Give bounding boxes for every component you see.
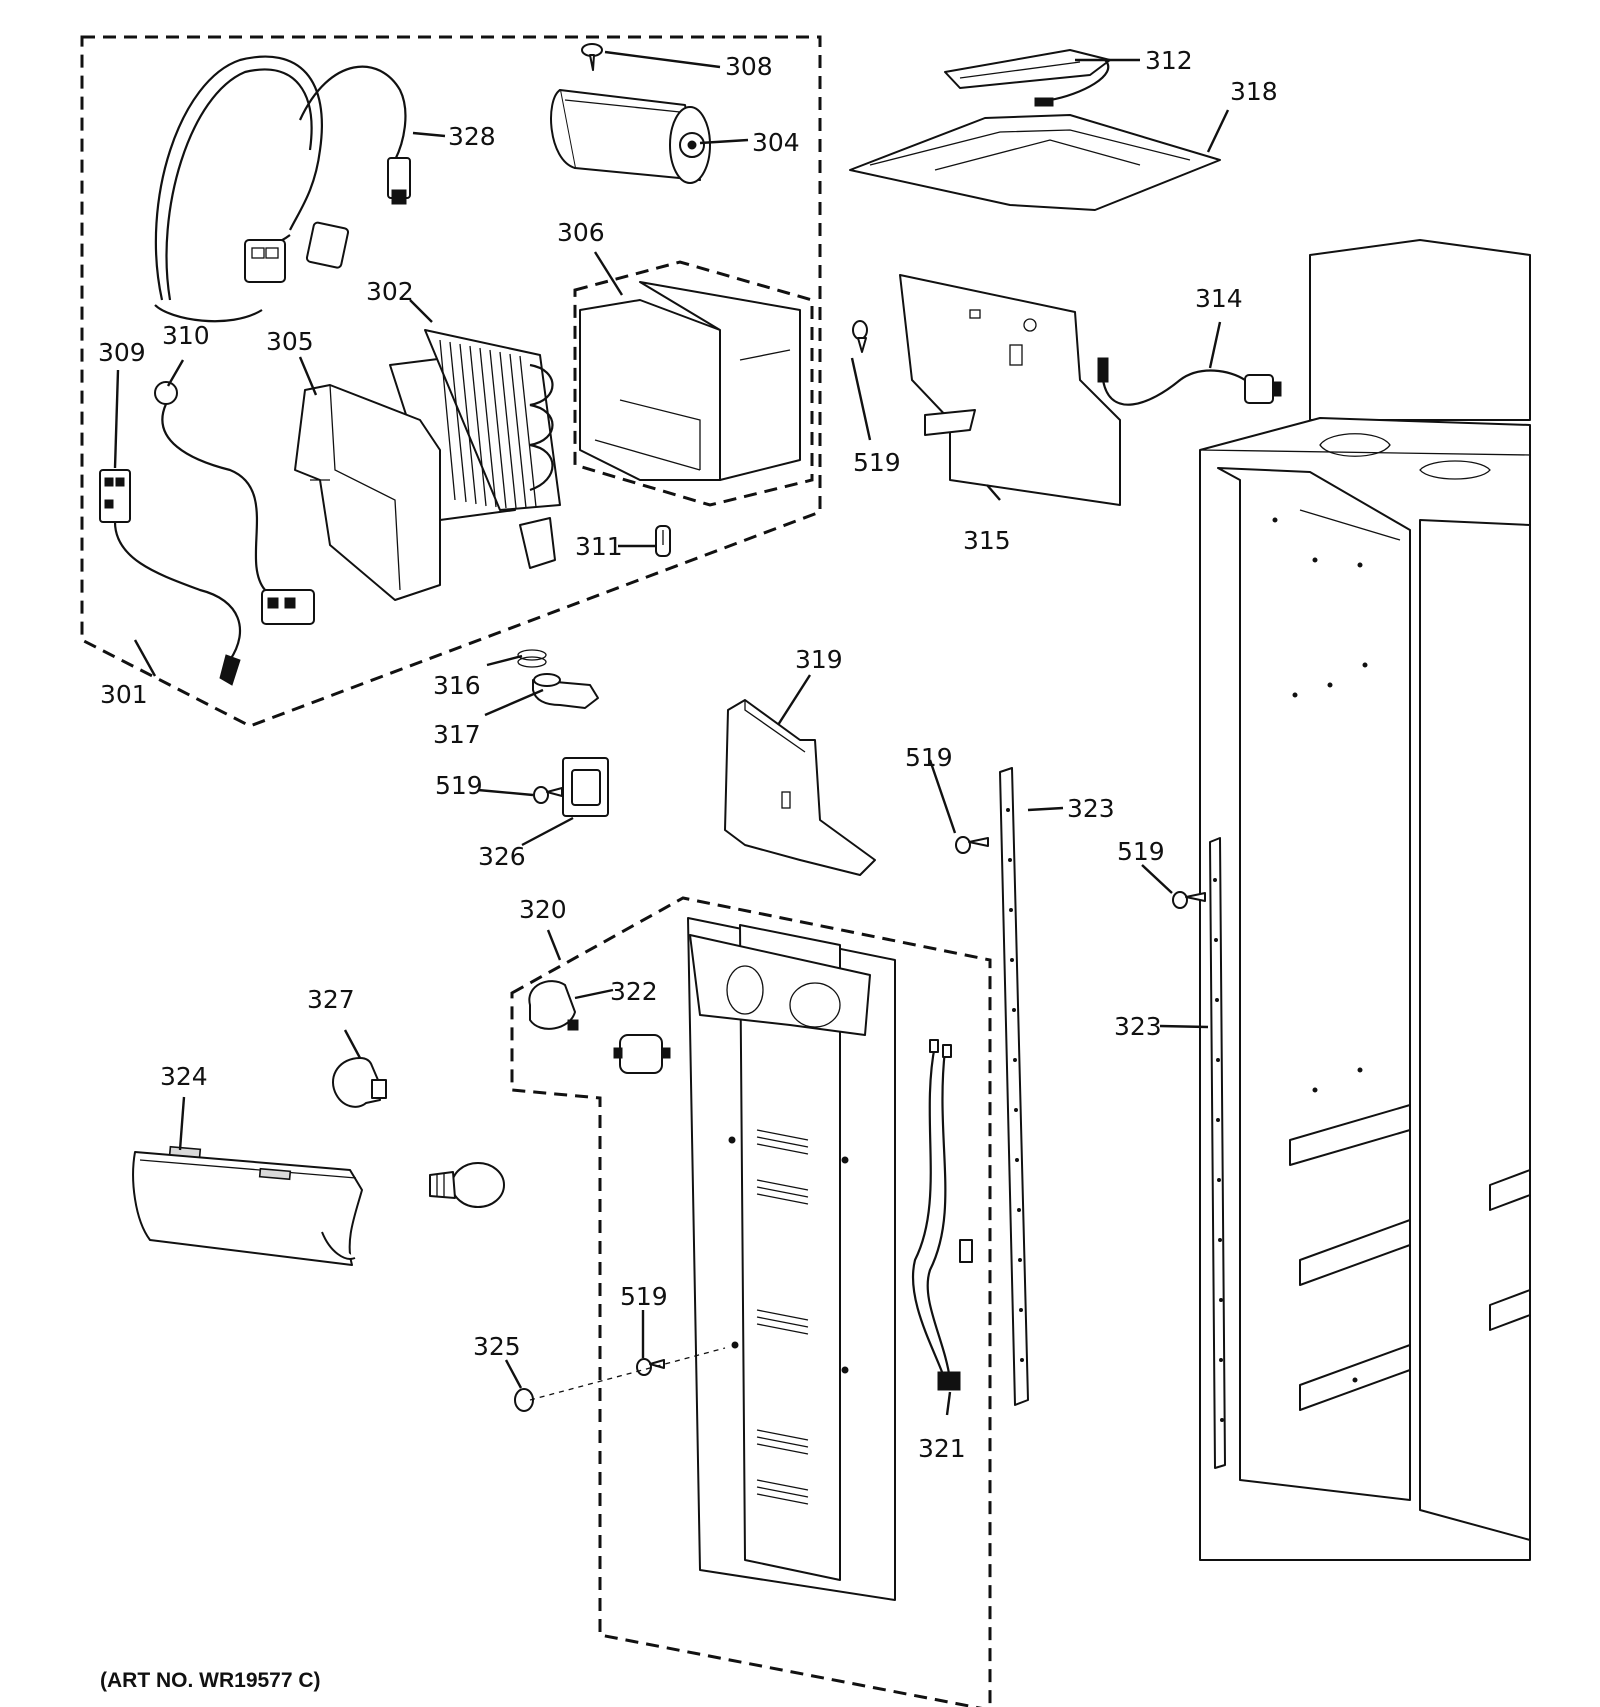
callout-321: 321 bbox=[918, 1434, 966, 1463]
callout-323-a: 323 bbox=[1067, 794, 1115, 823]
callout-316: 316 bbox=[433, 671, 481, 700]
part-305-cover bbox=[294, 384, 441, 601]
part-311-clip bbox=[655, 525, 671, 557]
part-302-evaporator bbox=[389, 329, 561, 521]
callout-308: 308 bbox=[725, 52, 773, 81]
assembly-320-boundary bbox=[510, 896, 992, 1707]
callout-325: 325 bbox=[473, 1332, 521, 1361]
refrigerator-cabinet bbox=[1199, 239, 1531, 1561]
assembly-306-boundary bbox=[573, 260, 814, 507]
callout-314: 314 bbox=[1195, 284, 1243, 313]
callout-519-e: 519 bbox=[620, 1282, 668, 1311]
part-519-screw-d bbox=[1172, 891, 1206, 909]
part-519-screw-a bbox=[852, 320, 868, 353]
callout-315: 315 bbox=[963, 526, 1011, 555]
part-light-bulb bbox=[429, 1162, 505, 1208]
callout-327: 327 bbox=[307, 985, 355, 1014]
part-321-harness bbox=[911, 1039, 973, 1391]
callout-519-c: 519 bbox=[905, 743, 953, 772]
callout-326: 326 bbox=[478, 842, 526, 871]
callout-519-b: 519 bbox=[435, 771, 483, 800]
callout-304: 304 bbox=[752, 128, 800, 157]
part-306-housing bbox=[579, 281, 801, 481]
part-dispenser-motor bbox=[613, 1034, 671, 1074]
callout-318: 318 bbox=[1230, 77, 1278, 106]
art-number: (ART NO. WR19577 C) bbox=[100, 1669, 321, 1692]
part-324-lens bbox=[132, 1145, 363, 1266]
part-519-screw-c bbox=[955, 836, 989, 854]
part-328-wire-harness bbox=[154, 55, 411, 323]
leader-lines bbox=[113, 50, 1230, 1416]
callout-519-d: 519 bbox=[1117, 837, 1165, 866]
part-327-bulb bbox=[332, 1057, 387, 1108]
part-320-dispenser-cover bbox=[687, 917, 896, 1601]
part-519-screw-b bbox=[533, 786, 563, 804]
callout-306: 306 bbox=[557, 218, 605, 247]
callout-311: 311 bbox=[575, 532, 623, 561]
callout-309: 309 bbox=[98, 338, 146, 367]
part-drain-block bbox=[519, 517, 556, 569]
part-322-knob bbox=[528, 980, 579, 1031]
part-326-switch bbox=[562, 757, 609, 817]
part-325-plug bbox=[514, 1347, 726, 1412]
part-315-control-panel bbox=[899, 274, 1121, 506]
callout-322: 322 bbox=[610, 977, 658, 1006]
callout-317: 317 bbox=[433, 720, 481, 749]
assembly-301-boundary bbox=[80, 35, 822, 728]
callout-319: 319 bbox=[795, 645, 843, 674]
callout-305: 305 bbox=[266, 327, 314, 356]
part-309-310-sensor-harness bbox=[99, 381, 315, 686]
part-519-screw-e bbox=[636, 1358, 665, 1376]
callout-320: 320 bbox=[519, 895, 567, 924]
callout-301: 301 bbox=[100, 680, 148, 709]
part-308-screw bbox=[581, 43, 603, 71]
part-317-arm bbox=[532, 673, 599, 709]
part-304-fan-motor bbox=[550, 89, 711, 184]
callout-324: 324 bbox=[160, 1062, 208, 1091]
part-314-wire bbox=[1097, 357, 1282, 406]
part-316-spring bbox=[517, 649, 547, 668]
callout-323-b: 323 bbox=[1114, 1012, 1162, 1041]
callout-302: 302 bbox=[366, 277, 414, 306]
callout-labels: 308 304 328 306 302 305 309 310 311 301 … bbox=[98, 46, 1278, 1463]
callout-328: 328 bbox=[448, 122, 496, 151]
part-318-top-panel bbox=[849, 114, 1221, 211]
part-323-strip-left bbox=[999, 767, 1029, 1406]
callout-519-a: 519 bbox=[853, 448, 901, 477]
part-319-duct bbox=[724, 699, 876, 876]
callout-310: 310 bbox=[162, 321, 210, 350]
part-323-strip-right bbox=[1209, 837, 1226, 1469]
part-312-bracket bbox=[944, 49, 1111, 107]
callout-312: 312 bbox=[1145, 46, 1193, 75]
